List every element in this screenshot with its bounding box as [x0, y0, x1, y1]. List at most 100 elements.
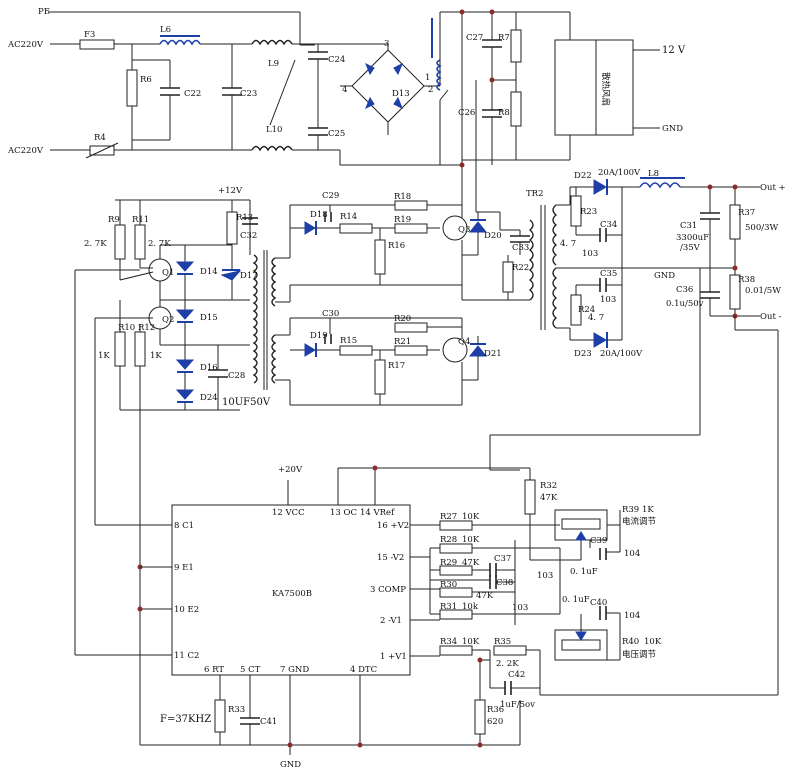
resistor-r32: [524, 479, 536, 515]
label-r28-value: 10K: [462, 535, 480, 545]
label-pin-ct: 5 CT: [240, 665, 261, 675]
label-c33: C33: [512, 243, 529, 253]
fuse-f3: [79, 39, 115, 50]
label-d19: D19: [310, 331, 328, 341]
label-c28-value: 10UF50V: [222, 397, 271, 408]
label-r10: R10: [118, 323, 135, 333]
label-r7: R7: [498, 33, 510, 43]
resistor-r16: [374, 239, 386, 275]
label-r17: R17: [388, 361, 405, 371]
label-r35: R35: [494, 637, 511, 647]
label-pin-vcc: 12 VCC: [272, 508, 305, 518]
label-c27: C27: [466, 33, 483, 43]
resistor-r15: [339, 345, 373, 356]
label-r18: R18: [394, 192, 411, 202]
label-r38: R38: [738, 275, 755, 285]
cooling-fan: [554, 39, 660, 136]
label-plus20v: +20V: [278, 465, 303, 475]
label-r40-value: 10K: [644, 637, 662, 647]
label-c41: C41: [260, 717, 277, 727]
label-r24: R24: [578, 305, 595, 315]
label-pin-c2: 11 C2: [174, 651, 199, 661]
label-r24-value: 4. 7: [588, 313, 604, 323]
label-c23: C23: [240, 89, 257, 99]
resistor-r14: [339, 223, 373, 234]
label-r37: R37: [738, 208, 755, 218]
label-node-4: 4: [342, 85, 347, 95]
label-r11: R11: [132, 215, 149, 225]
label-r9-value: 2. 7K: [84, 239, 107, 249]
label-d20: D20: [484, 231, 502, 241]
label-pin-rt: 6 RT: [204, 665, 224, 675]
label-c35: C35: [600, 269, 617, 279]
label-r27-value: 10K: [462, 512, 480, 522]
main-transformer-primary: [528, 219, 534, 301]
label-gnd-top: GND: [662, 124, 683, 134]
resistor-r10: [114, 331, 126, 367]
label-c39-code: 104: [624, 549, 640, 559]
label-r36: R36: [487, 705, 504, 715]
label-d22: D22: [574, 171, 592, 181]
label-pin-gnd: 7 GND: [280, 665, 309, 675]
resistor-r8: [510, 91, 522, 127]
label-c38: C38: [496, 578, 513, 588]
label-r36-value: 620: [487, 717, 503, 727]
label-r11-value: 2. 7K: [148, 239, 171, 249]
label-r30: R30: [440, 580, 457, 590]
label-c28: C28: [228, 371, 245, 381]
drive-transformer-primary: [252, 254, 258, 384]
resistor-r20: [394, 322, 428, 333]
label-c35-value: 103: [600, 295, 616, 305]
label-q3: Q3: [458, 225, 470, 235]
label-out-minus: Out -: [760, 312, 782, 322]
label-r13: R13: [236, 213, 253, 223]
input-filter-section: [48, 11, 449, 166]
label-c39: C39: [590, 536, 607, 546]
label-c39-value: 0. 1uF: [570, 567, 598, 577]
label-r23: R23: [580, 207, 597, 217]
label-frequency: F=37KHZ: [160, 714, 211, 725]
label-r39-value: 1K: [642, 505, 654, 515]
resistor-r12: [134, 331, 146, 367]
label-gnd-bottom: GND: [280, 760, 301, 770]
label-c42: C42: [508, 670, 525, 680]
q3-gate-drive: [275, 200, 488, 303]
label-r12-value: 1K: [150, 351, 162, 361]
label-c37: C37: [494, 554, 511, 564]
label-r8: R8: [498, 108, 510, 118]
drive-section: [74, 199, 277, 745]
label-r37-value: 500/3W: [745, 223, 778, 233]
label-d23: D23: [574, 349, 592, 359]
label-c42-value: 1uF/5ov: [500, 700, 535, 710]
label-c32: C32: [240, 231, 257, 241]
label-c31: C31: [680, 221, 697, 231]
label-ac-top: AC220V: [7, 40, 44, 50]
label-d15: D15: [200, 313, 218, 323]
bridge-rectifier: [340, 44, 441, 135]
label-d24: D24: [200, 393, 218, 403]
label-r40: R40: [622, 637, 639, 647]
label-c40-value: 0. 1uF: [562, 595, 590, 605]
label-r16: R16: [388, 241, 405, 251]
resistor-r35: [493, 645, 527, 656]
label-c31-value1: 3300uF: [676, 233, 709, 243]
label-plus12v: +12V: [218, 186, 243, 196]
q4-gate-drive: [275, 299, 500, 406]
label-c25: C25: [328, 129, 345, 139]
label-pin-oc: 13 OC: [330, 508, 357, 518]
resistor-r34: [439, 645, 473, 656]
label-c22: C22: [184, 89, 201, 99]
label-current-adjust: 电流调节: [622, 516, 657, 527]
inductor-l9: [251, 39, 293, 46]
label-l6: L6: [160, 25, 171, 35]
label-c30: C30: [322, 309, 339, 319]
inductor-l7: [436, 59, 442, 91]
label-pin-v1m: 2 -V1: [380, 616, 402, 626]
label-node-3: 3: [384, 39, 389, 49]
label-pin-dtc: 4 DTC: [350, 665, 377, 675]
label-fan: 散热风扇: [600, 72, 611, 106]
label-pin-v2p: 16 +V2: [377, 521, 409, 531]
label-ac-bottom: AC220V: [7, 146, 44, 156]
label-12v-out: 12 V: [662, 45, 686, 56]
